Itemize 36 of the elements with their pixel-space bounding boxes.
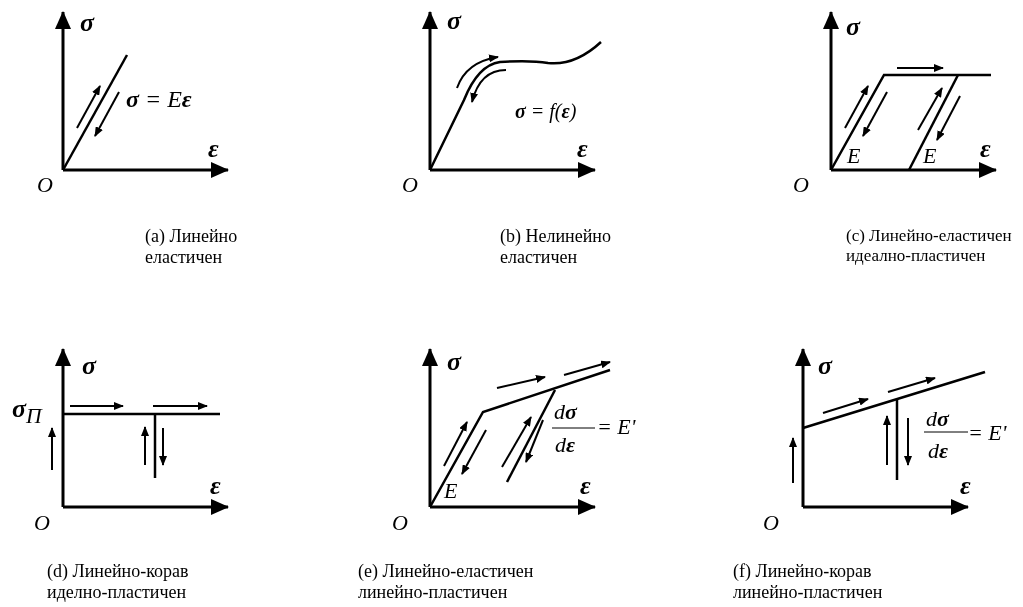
formula: σ = Eε (126, 86, 192, 114)
formula: dε (555, 432, 576, 458)
axis-label: σ$_{П}$ (12, 394, 42, 430)
axis-label: ε (210, 471, 221, 501)
axis-label: ε (960, 471, 971, 501)
formula: = E' (597, 414, 636, 440)
origin-label: O (37, 172, 53, 198)
axis-label: σ (80, 8, 94, 38)
origin-label: O (392, 510, 408, 536)
axis-label: σ (82, 351, 96, 381)
axis-label: ε (980, 134, 991, 164)
axis-label: ε (580, 471, 591, 501)
caption: (b) Нелинейно еластичен (500, 226, 612, 268)
caption: (a) Линейно еластичен (145, 226, 239, 268)
formula: dσ (554, 399, 577, 425)
axis-label: σ (447, 347, 461, 377)
axis-label: ε (577, 134, 588, 164)
caption: (d) Линейно-корав иделно-пластичен (47, 561, 190, 603)
caption: (f) Линейно-корав линейно-пластичен (733, 561, 884, 603)
formula: dσ (926, 406, 949, 432)
origin-label: O (402, 172, 418, 198)
axis-label: σ (846, 12, 860, 42)
modulus-label: E (923, 143, 937, 169)
caption: (e) Линейно-еластичен линейно-пластичен (358, 561, 535, 603)
modulus-label: E (444, 478, 458, 504)
origin-label: O (34, 510, 50, 536)
caption: (c) Линейно-еластичен идеално-пластичен (846, 226, 1013, 266)
axis-label: ε (208, 134, 219, 164)
formula: σ = f(ε) (515, 100, 577, 123)
formula: = E' (968, 420, 1007, 446)
origin-label: O (763, 510, 779, 536)
axis-label: σ (818, 351, 832, 381)
formula: dε (928, 438, 949, 464)
origin-label: O (793, 172, 809, 198)
axis-label: σ (447, 6, 461, 36)
modulus-label: E (847, 143, 861, 169)
